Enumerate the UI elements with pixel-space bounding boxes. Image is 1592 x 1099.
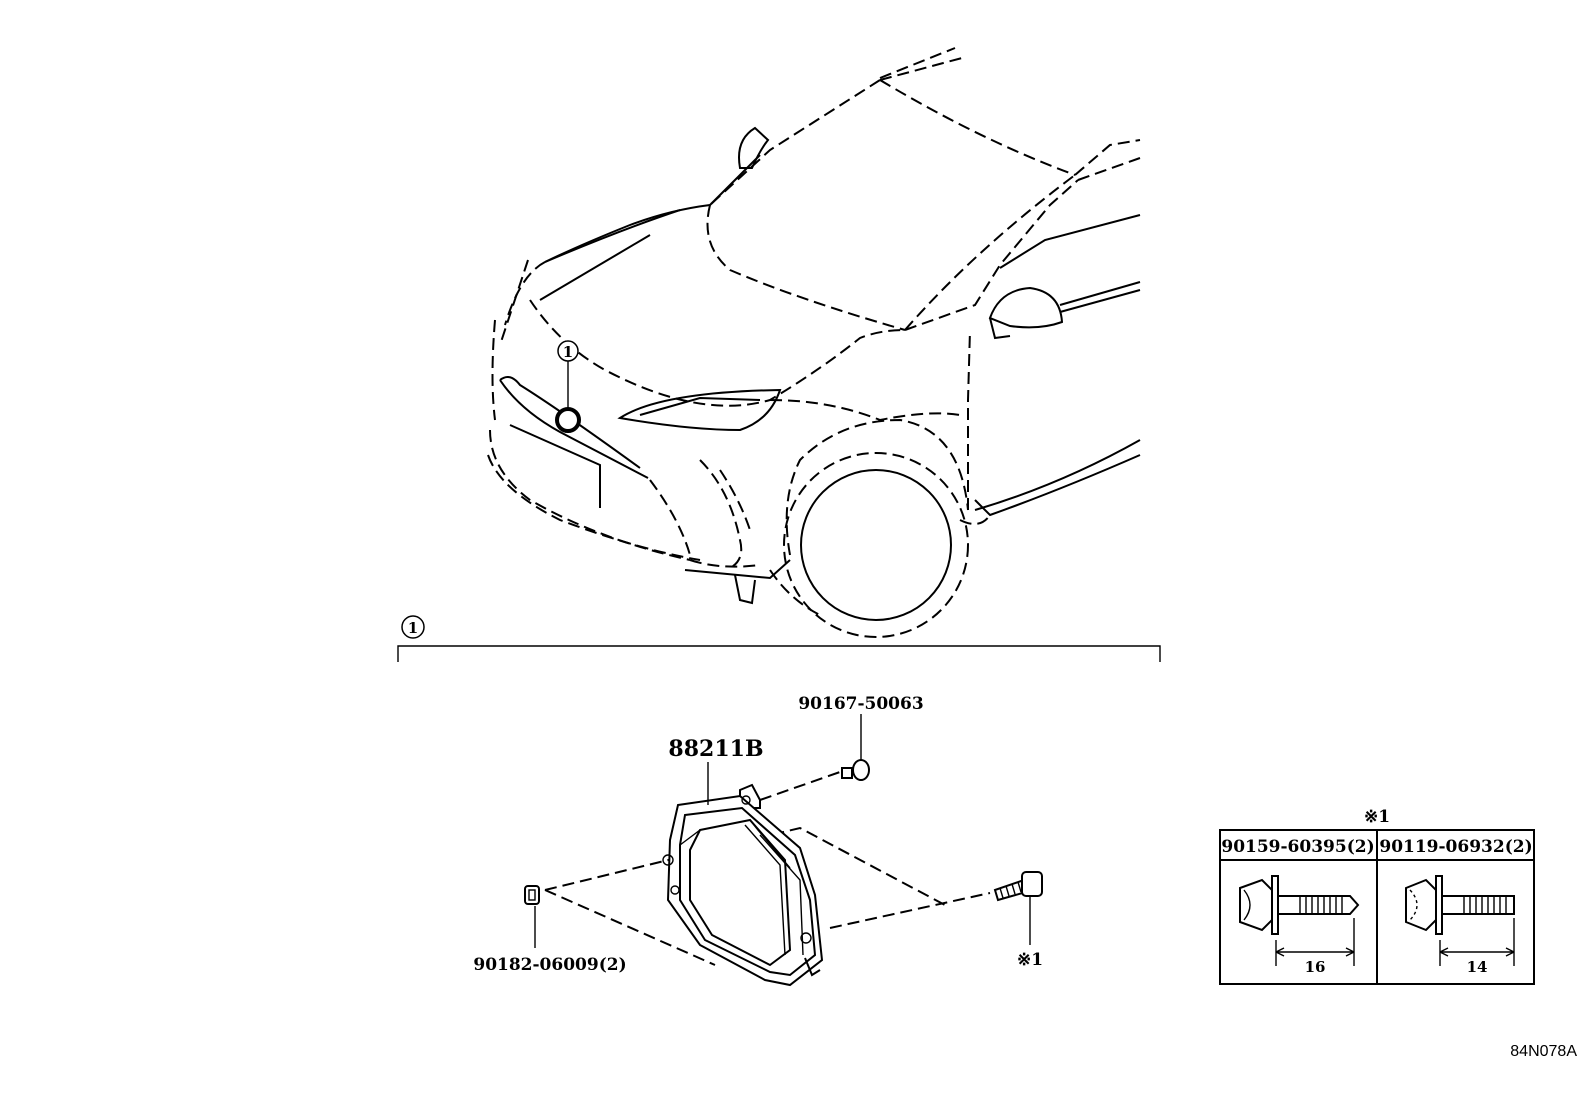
radar-sensor-unit xyxy=(662,783,824,987)
fastener-table: ※1 90159-60395(2) 90119-06932(2) 16 xyxy=(1219,807,1535,985)
fastener-part-number-2: 90119-06932(2) xyxy=(1379,837,1532,857)
main-unit-part-number: 88211B xyxy=(668,736,763,762)
upper-bolt-part-number: 90167-50063 xyxy=(798,694,923,714)
exploded-assembly xyxy=(524,714,1043,987)
sensor-location-marker xyxy=(555,407,581,433)
side-bolt-note: ※1 xyxy=(1017,950,1043,970)
clip-nut xyxy=(524,885,540,948)
fastener-drawing-1: 16 xyxy=(1239,875,1360,976)
nut-part-number: 90182-06009(2) xyxy=(473,955,626,975)
vehicle-outline xyxy=(487,47,1141,638)
callout-number: 1 xyxy=(563,343,573,361)
fastener-table-note: ※1 xyxy=(1364,807,1390,827)
drawing-code: 84N078A xyxy=(1510,1043,1577,1060)
section-bracket: 1 xyxy=(397,615,1161,662)
fastener-part-number-1: 90159-60395(2) xyxy=(1221,837,1374,857)
fastener-length-1: 16 xyxy=(1305,958,1326,976)
upper-bolt xyxy=(841,714,870,781)
section-number: 1 xyxy=(408,619,418,637)
side-bolt xyxy=(993,871,1043,945)
fastener-drawing-2: 14 xyxy=(1405,875,1515,976)
vehicle-callout: 1 xyxy=(555,340,581,433)
fastener-length-2: 14 xyxy=(1467,958,1488,976)
